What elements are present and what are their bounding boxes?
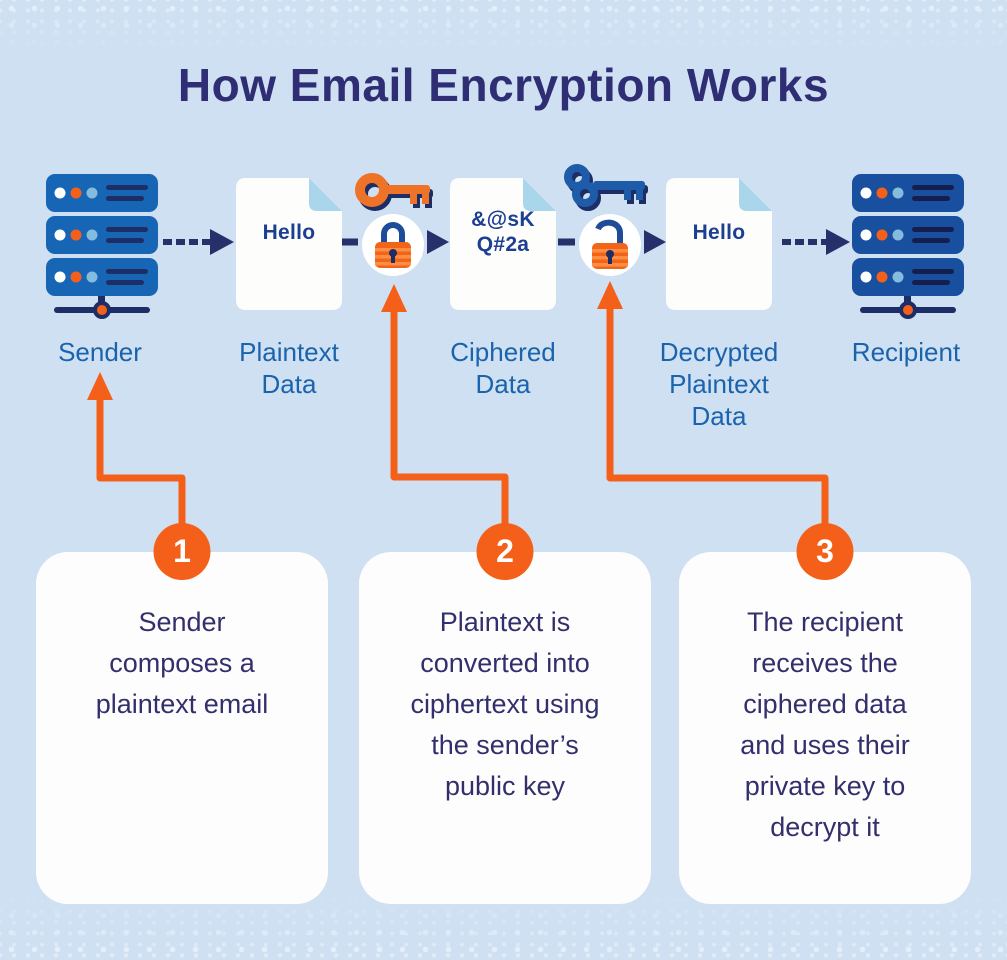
recipient-server-icon [848, 172, 968, 325]
plaintext-document-icon: Hello [236, 178, 342, 310]
arrow-decrypted-to-recipient [782, 229, 850, 255]
sender-label: Sender [58, 337, 142, 367]
arrow-plaintext-to-ciphered [341, 230, 449, 254]
step1-pointer-arrow [87, 372, 186, 527]
decrypted-plaintext-data-label: Decrypted Plaintext Data [659, 337, 779, 431]
step-card-2: 2 Plaintext is converted into ciphertext… [359, 523, 651, 904]
step-number-badge-3: 3 [796, 523, 854, 580]
ciphered-doc-text: &@sK Q#2a [471, 208, 535, 256]
ciphered-document-icon: &@sK Q#2a [450, 178, 556, 310]
plaintext-data-label: Plaintext Data [239, 337, 339, 399]
private-key-icon [562, 162, 658, 223]
arrow-sender-to-plaintext [163, 229, 234, 255]
step-text-3: The recipient receives the ciphered data… [740, 607, 910, 842]
step3-pointer-arrow [597, 281, 829, 527]
step-text-1: Sender composes a plaintext email [95, 607, 269, 719]
plaintext-doc-text: Hello [262, 220, 316, 244]
decrypt-open-lock-icon [579, 214, 641, 276]
step2-pointer-arrow [381, 284, 509, 527]
recipient-label: Recipient [851, 337, 961, 367]
decrypted-document-icon: Hello [666, 178, 772, 310]
step-number-badge-2: 2 [476, 523, 534, 580]
step-card-1: 1 Sender composes a plaintext email [36, 523, 328, 904]
sender-server-icon [42, 172, 162, 325]
encrypt-lock-icon [362, 214, 424, 276]
ciphered-data-label: Ciphered Data [450, 337, 556, 399]
step-number-badge-1: 1 [153, 523, 211, 580]
step-text-2: Plaintext is converted into ciphertext u… [410, 607, 600, 801]
step-card-3: 3 The recipient receives the ciphered da… [679, 523, 971, 904]
arrow-ciphered-to-decrypted [558, 230, 666, 254]
page-title: How Email Encryption Works [177, 59, 830, 111]
public-key-icon [352, 166, 442, 223]
decrypted-doc-text: Hello [692, 220, 746, 244]
